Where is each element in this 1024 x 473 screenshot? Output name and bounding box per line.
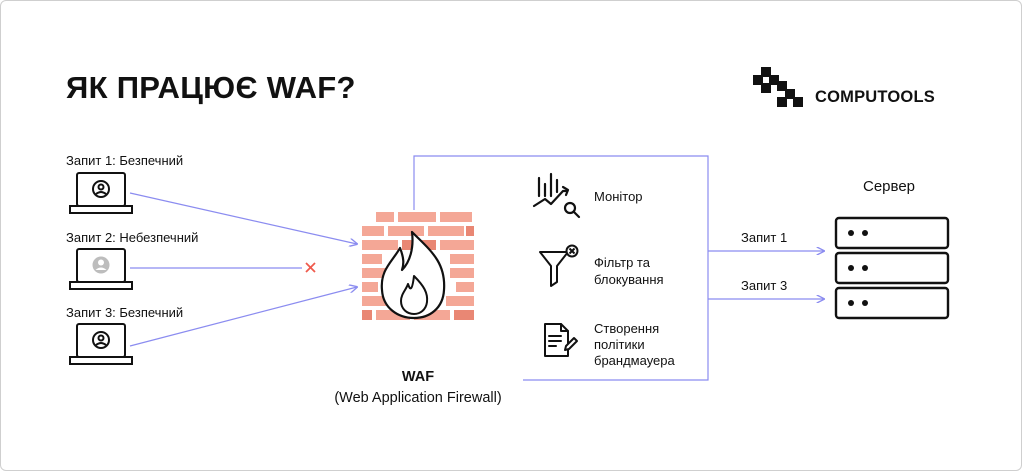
feature-policy-label-line1: Створення bbox=[594, 321, 660, 336]
request-2-label: Запит 2: Небезпечний bbox=[66, 230, 199, 245]
features-bracket bbox=[413, 155, 709, 381]
waf-title: WAF bbox=[401, 369, 435, 385]
block-x-icon bbox=[305, 262, 316, 273]
page-title: ЯК ПРАЦЮЄ WAF? bbox=[66, 70, 356, 105]
brand: COMPUTOOLS bbox=[753, 67, 935, 107]
forward-request-1-label: Запит 1 bbox=[741, 230, 788, 245]
feature-monitor-label: Монітор bbox=[594, 189, 643, 204]
forward-request-3-label: Запит 3 bbox=[741, 278, 788, 293]
feature-policy-label-line3: брандмауера bbox=[594, 353, 675, 368]
laptop-user-icon bbox=[69, 172, 133, 214]
request-3-line bbox=[129, 287, 357, 347]
laptop-user-icon bbox=[69, 248, 133, 290]
policy-document-icon bbox=[544, 323, 578, 357]
server-label: Сервер bbox=[863, 178, 916, 195]
filter-block-icon bbox=[539, 244, 579, 287]
server-stack-icon bbox=[834, 216, 950, 320]
brand-name: COMPUTOOLS bbox=[815, 87, 935, 106]
monitor-chart-icon bbox=[532, 172, 581, 219]
feature-policy-label-line2: політики bbox=[594, 337, 645, 352]
request-1-label: Запит 1: Безпечний bbox=[66, 153, 184, 168]
computools-logo-icon bbox=[753, 67, 803, 107]
waf-subtitle: (Web Application Firewall) bbox=[334, 390, 502, 406]
laptop-user-icon bbox=[69, 323, 133, 365]
feature-filter-label-line1: Фільтр та bbox=[594, 255, 650, 270]
request-1-line bbox=[129, 192, 357, 244]
feature-filter-label-line2: блокування bbox=[594, 272, 664, 287]
request-3-label: Запит 3: Безпечний bbox=[66, 305, 184, 320]
firewall-brick-flame-icon bbox=[362, 212, 474, 320]
